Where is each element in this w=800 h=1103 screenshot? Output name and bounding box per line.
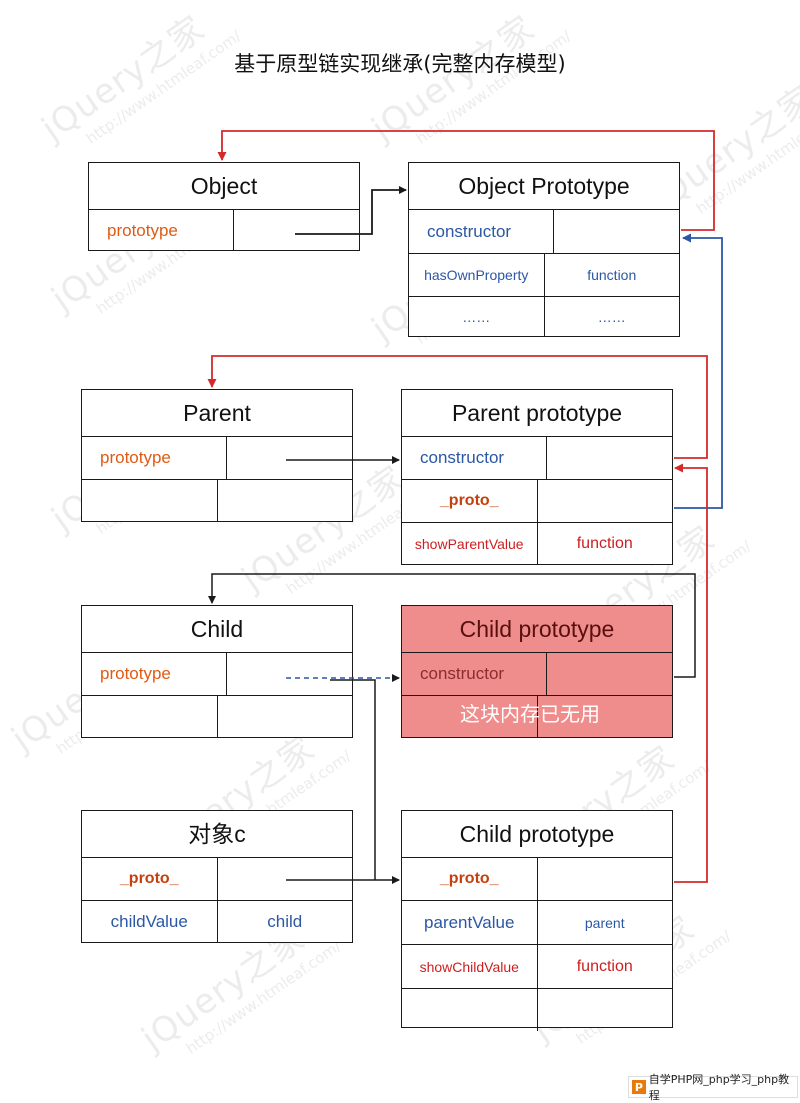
object-prototype-row-constructor: constructor [409,210,679,254]
footer-badge[interactable]: P 自学PHP网_php学习_php教程 [628,1073,798,1102]
parent-row-prototype: prototype [82,437,352,480]
child-prototype-new-row-empty [402,989,672,1031]
parent-empty-value [216,480,353,522]
child-box: Child prototype [81,605,353,738]
object-title: Object [89,163,359,210]
child-prototype-new-row-proto: _proto_ [402,858,672,901]
arrow-child-proto-chain [674,463,708,883]
child-prototype-new-title: Child prototype [402,811,672,858]
parent-prototype-row-constructor: constructor [402,437,672,480]
childvalue-key: childValue [110,912,188,931]
child-prototype-old-title: Child prototype [402,606,672,653]
hasownproperty-key: hasOwnProperty [424,267,529,283]
parent-prototype-constructor-key: constructor [420,448,505,467]
parent-prototype-box: Parent prototype constructor _proto_ sho… [401,389,673,565]
parent-prototype-key: prototype [100,448,171,467]
parent-title: Parent [82,390,352,437]
showparentvalue-key: showParentValue [414,536,524,552]
child-prototype-old-empty-value [536,696,673,738]
child-prototype-old-row-empty [402,696,672,738]
diagram-title: 基于原型链实现继承(完整内存模型) [234,52,566,76]
child-prototype-key: prototype [100,664,171,683]
instance-c-proto-value [216,858,353,900]
child-prototype-new-empty-key [402,989,537,1031]
child-prototype-old-constructor-key: constructor [420,664,505,683]
parent-prototype-title: Parent prototype [402,390,672,437]
child-prototype-old-row-constructor: constructor [402,653,672,696]
child-title: Child [82,606,352,653]
hasownproperty-value: function [543,254,680,296]
object-box: Object prototype [88,162,360,251]
ellipsis-key: …… [462,309,491,325]
child-empty-key [82,696,217,738]
child-prototype-new-box: Child prototype _proto_ parentValue pare… [401,810,673,1031]
object-prototype-constructor-value [552,210,680,253]
object-prototype-row-hasownproperty: hasOwnProperty function [409,254,679,297]
child-prototype-new-empty-value [536,989,673,1031]
instance-c-row-childvalue: childValue child [82,901,352,943]
instance-c-title: 对象c [82,811,352,858]
parent-prototype-constructor-value [545,437,673,479]
object-prototype-constructor-key: constructor [427,221,512,241]
parent-row-empty [82,480,352,522]
childvalue-value: child [216,901,353,943]
child-prototype-old-constructor-value [545,653,673,695]
footer-text[interactable]: 自学PHP网_php学习_php教程 [648,1073,790,1102]
parent-prototype-proto-key: _proto_ [439,492,499,509]
site-logo-icon: P [632,1080,646,1094]
ellipsis-value: …… [543,297,680,337]
parent-empty-key [82,480,217,522]
showchildvalue-key: showChildValue [419,958,519,975]
parent-prototype-row-proto: _proto_ [402,480,672,523]
object-prototype-title: Object Prototype [409,163,679,210]
parentvalue-key: parentValue [424,912,515,932]
showchildvalue-value: function [536,945,673,988]
instance-c-box: 对象c _proto_ childValue child [81,810,353,943]
showparentvalue-value: function [536,523,673,565]
arrow-parent-proto-chain [674,233,723,509]
parent-prototype-value [225,437,353,479]
parentvalue-value: parent [536,901,673,944]
child-prototype-new-proto-key: _proto_ [439,870,499,887]
object-row-prototype: prototype [89,210,359,251]
child-prototype-new-row-parentvalue: parentValue parent [402,901,672,945]
unused-memory-note: 这块内存已无用 [460,702,600,726]
parent-prototype-proto-value [536,480,673,522]
child-prototype-value [225,653,353,695]
instance-c-proto-key: _proto_ [119,870,179,887]
child-row-empty [82,696,352,738]
child-prototype-new-proto-value [536,858,673,900]
parent-box: Parent prototype [81,389,353,522]
object-prototype-box: Object Prototype constructor hasOwnPrope… [408,162,680,337]
instance-c-row-proto: _proto_ [82,858,352,901]
child-row-prototype: prototype [82,653,352,696]
child-prototype-new-row-showchildvalue: showChildValue function [402,945,672,989]
object-prototype-key: prototype [107,220,178,240]
parent-prototype-row-showparentvalue: showParentValue function [402,523,672,565]
child-empty-value [216,696,353,738]
object-prototype-value [232,210,360,251]
object-prototype-row-ellipsis: …… …… [409,297,679,337]
